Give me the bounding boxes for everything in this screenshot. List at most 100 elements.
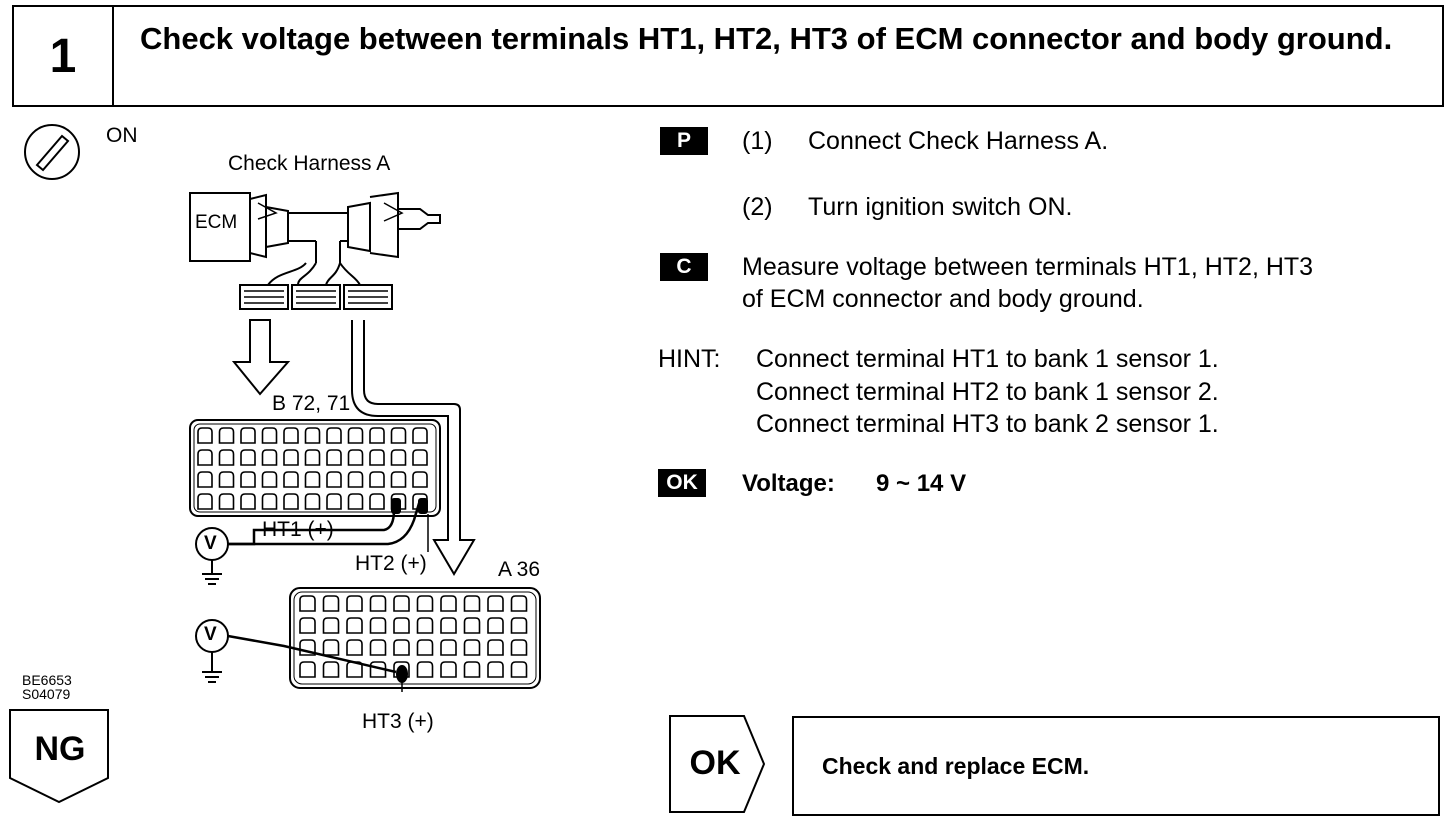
connector-pin [197, 449, 213, 466]
connector-pin [283, 471, 299, 488]
connector-pin [487, 595, 504, 612]
connector-pin [304, 493, 321, 510]
connector-pin [304, 427, 321, 444]
connector-pin [261, 427, 278, 444]
connector-pin [322, 595, 340, 612]
connector-pin [218, 427, 235, 444]
connector-a-label: A 36 [498, 558, 541, 581]
connector-pin [412, 471, 428, 488]
connector-pin [299, 661, 316, 678]
harness-label: Check Harness A [228, 152, 391, 175]
connector-pin [326, 449, 342, 466]
connector-pin [369, 595, 387, 612]
connector-pin [218, 493, 235, 510]
connector-pin [299, 617, 316, 634]
prep-step-1-num: (1) [742, 127, 773, 155]
ok-action-text: Check and replace ECM. [822, 752, 1090, 779]
check-tag: C [660, 253, 708, 281]
connector-pin [510, 661, 528, 678]
connector-pin [487, 661, 504, 678]
connector-pin [218, 471, 235, 488]
connector-pin [487, 639, 504, 656]
connector-pin [463, 595, 481, 612]
connector-pin [390, 449, 407, 466]
voltage-value: 9 ~ 14 V [876, 470, 967, 497]
ht2-label: HT2 (+) [355, 552, 427, 575]
connector-pin [416, 617, 434, 634]
prep-step-2-num: (2) [742, 193, 773, 221]
connector-pin [393, 639, 410, 656]
voltmeter-2-symbol: V [204, 624, 217, 645]
connector-pin [283, 427, 299, 444]
ht1-label: HT1 (+) [262, 518, 334, 541]
ng-pentagon [9, 709, 109, 804]
check-line-2: of ECM connector and body ground. [742, 285, 1144, 313]
connector-pin [369, 493, 385, 510]
check-harness-drawing [189, 191, 441, 310]
connector-pin [346, 595, 363, 612]
connector-pin [299, 595, 316, 612]
connector-pin [369, 471, 385, 488]
ok-arrow-tag [669, 715, 766, 813]
connector-pin [412, 449, 428, 466]
connector-pin [393, 617, 410, 634]
connector-pin [510, 595, 528, 612]
routing-arrow-icon [351, 320, 476, 576]
ok-tag: OK [658, 469, 706, 497]
connector-pin [369, 427, 385, 444]
connector-pin [197, 471, 213, 488]
connector-pin [218, 449, 235, 466]
connector-b-label: B 72, 71 [272, 392, 351, 415]
connector-pin [463, 661, 481, 678]
prep-tag: P [660, 127, 708, 155]
connector-pin [347, 427, 364, 444]
ok-label: OK [689, 744, 741, 782]
connector-pin [261, 449, 278, 466]
connector-pin [369, 639, 387, 656]
ignition-on-label: ON [106, 124, 138, 147]
connector-pin [347, 493, 364, 510]
connector-pin [240, 449, 256, 466]
connector-pin [390, 493, 407, 510]
ignition-switch-icon [24, 124, 80, 180]
connector-pin [412, 493, 428, 510]
connector-pin [390, 471, 407, 488]
down-arrow-icon [232, 319, 291, 396]
connector-pin [369, 449, 385, 466]
connector-pin [240, 471, 256, 488]
connector-pin [197, 427, 213, 444]
check-line-1: Measure voltage between terminals HT1, H… [742, 253, 1314, 281]
connector-pin [463, 617, 481, 634]
connector-pin [347, 471, 364, 488]
connector-pin [487, 617, 504, 634]
connector-pin [304, 449, 321, 466]
figure-code-1: BE6653 [22, 672, 72, 688]
figure-code-2: S04079 [22, 686, 71, 702]
connector-pin [261, 471, 278, 488]
connector-pin [299, 639, 316, 656]
connector-pin [326, 427, 342, 444]
connector-b-drawing [189, 419, 441, 517]
connector-pin [369, 617, 387, 634]
connector-pin [283, 493, 299, 510]
hint-line-2: Connect terminal HT2 to bank 1 sensor 2. [756, 378, 1219, 406]
connector-pin [440, 617, 457, 634]
connector-pin [346, 639, 363, 656]
voltage-label: Voltage: [742, 470, 835, 497]
connector-pin [393, 595, 410, 612]
connector-pin [393, 661, 410, 678]
connector-pin [440, 595, 457, 612]
hint-line-3: Connect terminal HT3 to bank 2 sensor 1. [756, 410, 1219, 438]
ecm-label: ECM [195, 212, 238, 233]
connector-pin [440, 661, 457, 678]
connector-pin [322, 639, 340, 656]
connector-pin [347, 449, 364, 466]
hint-label: HINT: [658, 345, 721, 373]
connector-pin [346, 617, 363, 634]
connector-pin [416, 595, 434, 612]
connector-pin [510, 639, 528, 656]
connector-pin [322, 617, 340, 634]
connector-pin [416, 661, 434, 678]
step-header: 1 Check voltage between terminals HT1, H… [12, 5, 1444, 107]
connector-pin [304, 471, 321, 488]
